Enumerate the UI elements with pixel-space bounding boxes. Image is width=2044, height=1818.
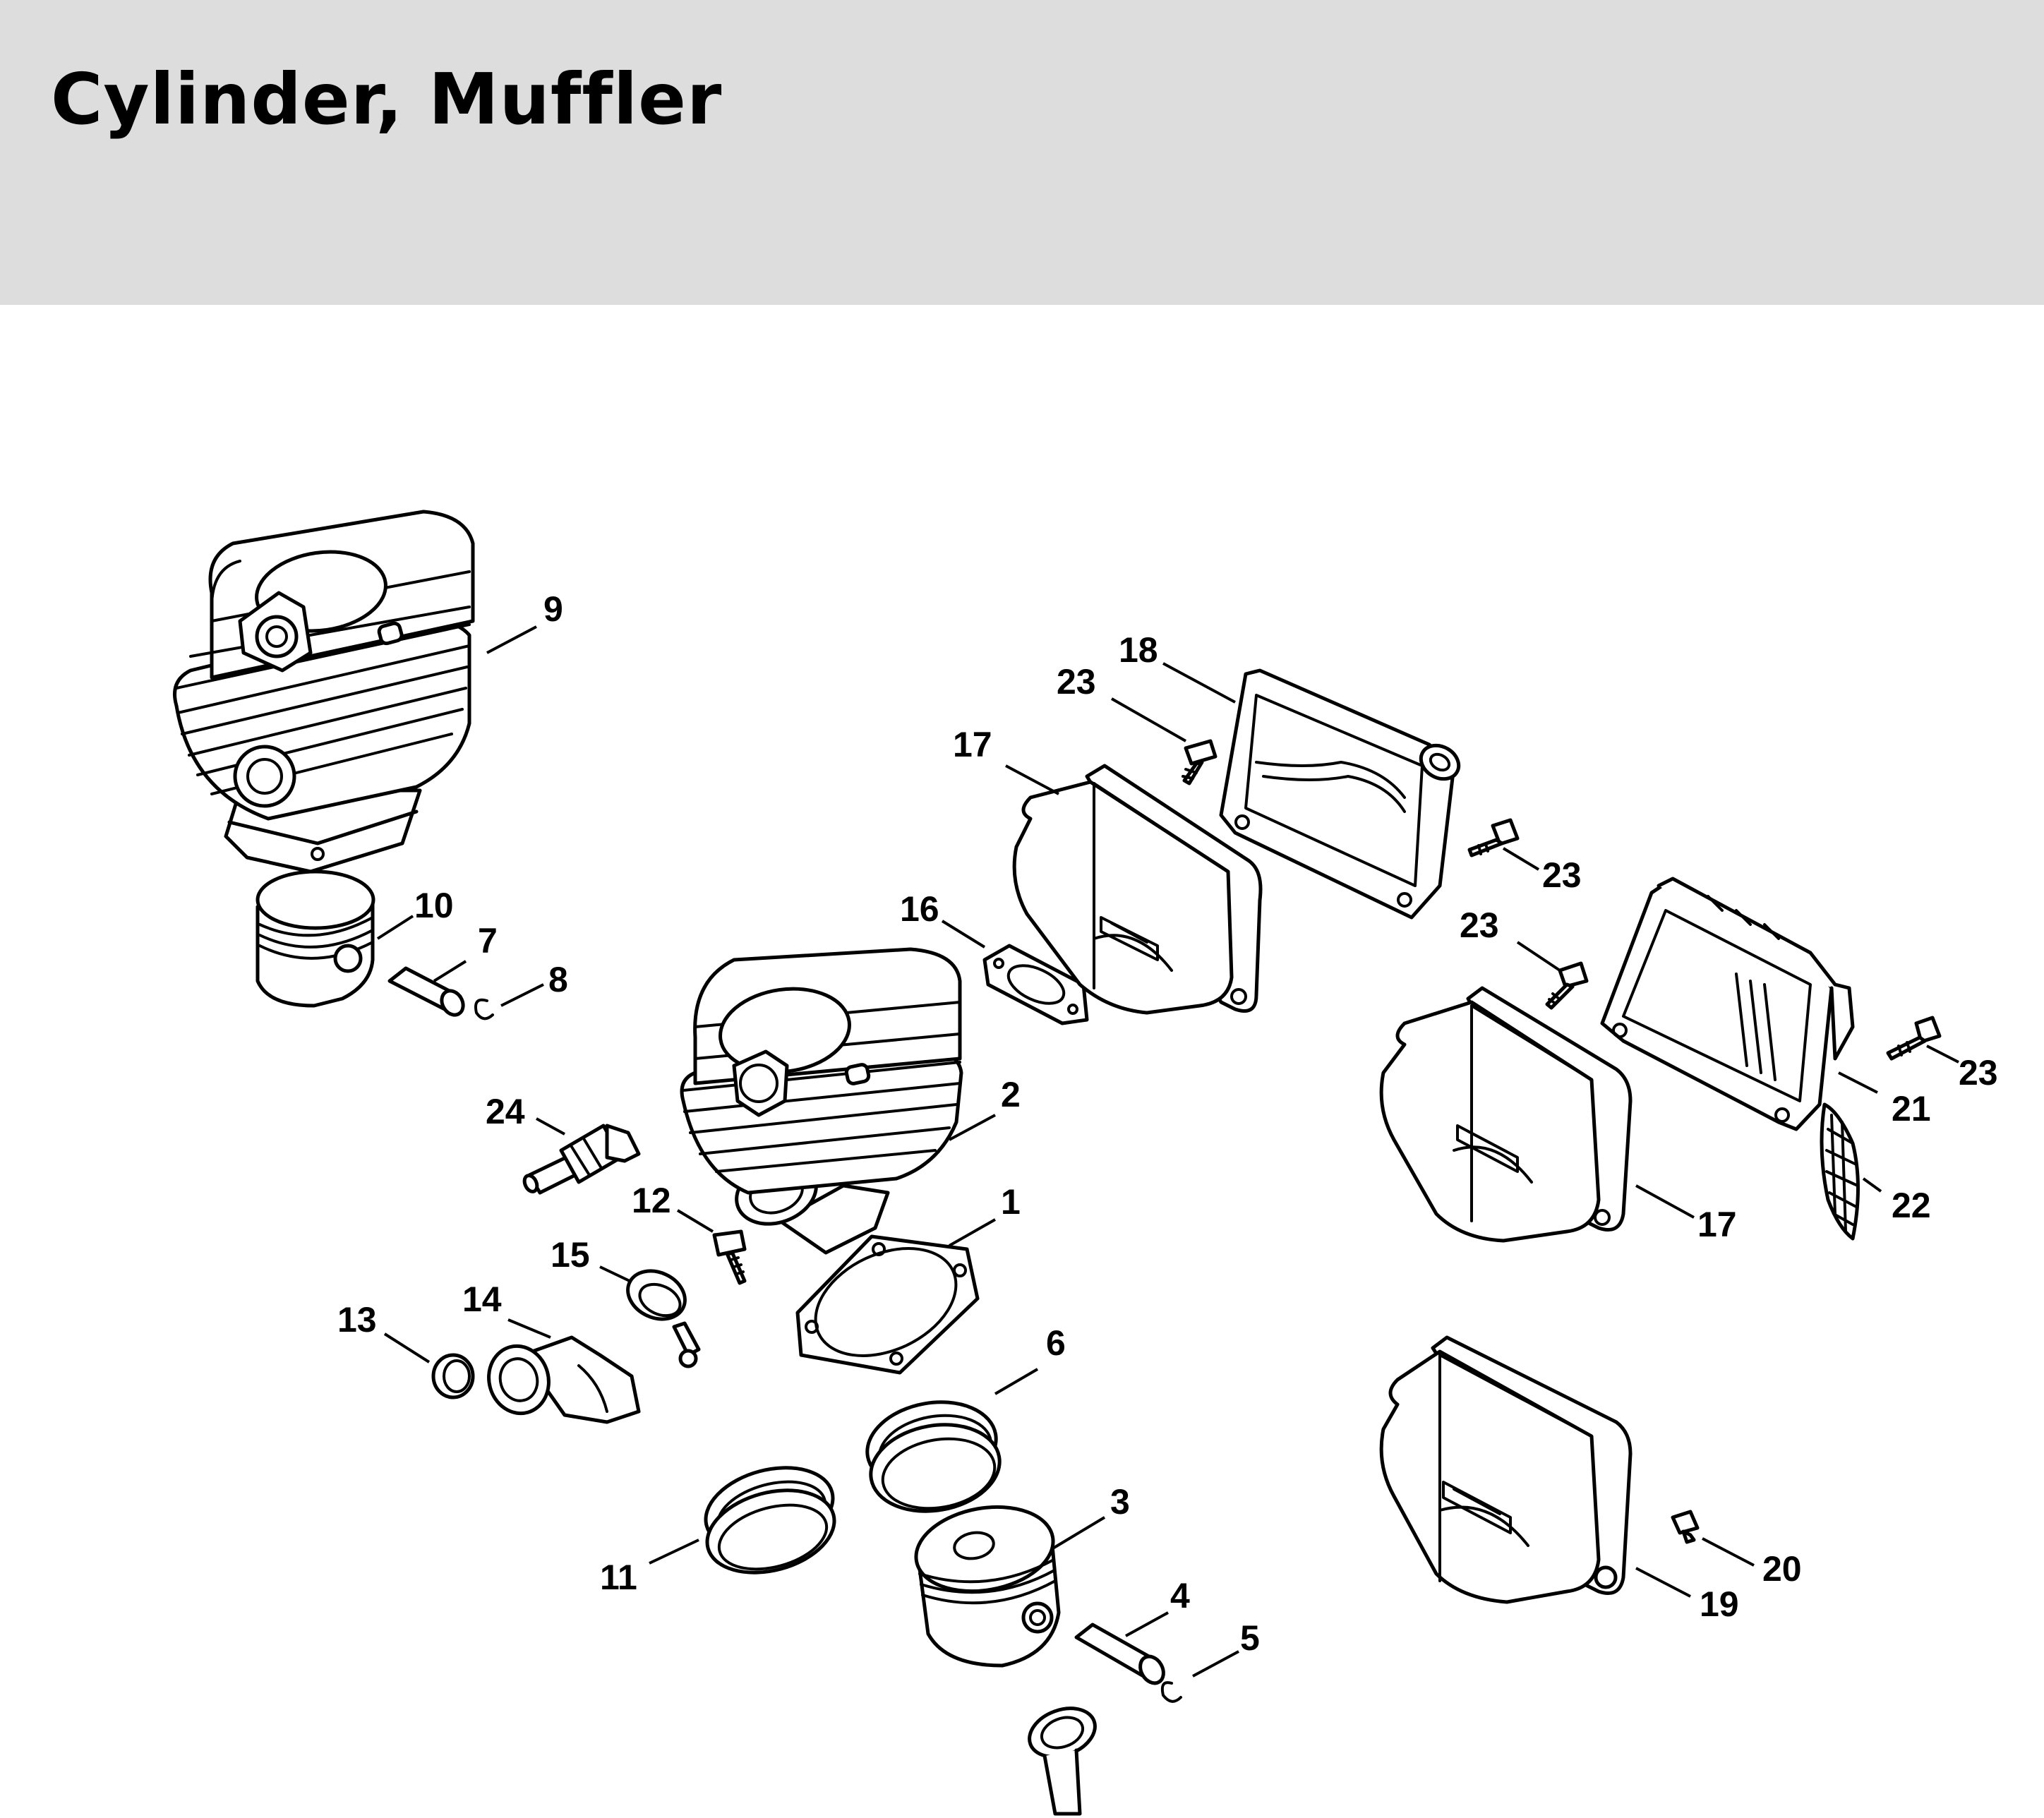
muffler-upper-icon[interactable] [1012, 764, 1263, 1015]
callout-13: 13 [337, 1300, 377, 1340]
muffler-cover-21-icon[interactable] [1600, 877, 1855, 1131]
callout-24: 24 [486, 1092, 525, 1131]
cylinder-gasket-icon[interactable] [795, 1227, 980, 1377]
screw-23-icon[interactable] [1182, 739, 1218, 785]
screw-12-icon[interactable] [712, 1229, 747, 1285]
spark-plug-icon[interactable] [522, 1124, 641, 1195]
callout-5: 5 [1240, 1618, 1260, 1658]
callout-3: 3 [1110, 1482, 1130, 1522]
callout-23a: 23 [1057, 662, 1096, 702]
callout-18: 18 [1119, 630, 1158, 670]
header-band: Cylinder, Muffler [0, 0, 2044, 305]
callout-21: 21 [1892, 1089, 1931, 1128]
hose-clamp-icon[interactable] [620, 1262, 701, 1368]
callout-20: 20 [1762, 1549, 1802, 1589]
muffler-mid-icon[interactable] [1379, 986, 1633, 1243]
screw-23c-icon[interactable] [1545, 961, 1589, 1010]
screen-icon[interactable] [1820, 1102, 1860, 1241]
cylinder-icon[interactable] [680, 947, 963, 1255]
page-title: Cylinder, Muffler [51, 58, 723, 140]
screw-23b-icon[interactable] [1467, 818, 1520, 857]
piston-pin-upper-icon[interactable] [387, 966, 467, 1019]
piston-icon[interactable] [909, 1497, 1061, 1668]
callout-6: 6 [1046, 1323, 1066, 1363]
callout-16: 16 [900, 889, 939, 929]
callout-8: 8 [548, 960, 568, 999]
callout-2: 2 [1001, 1075, 1021, 1114]
callout-14: 14 [462, 1280, 502, 1319]
sleeve-icon[interactable] [431, 1353, 475, 1399]
cylinder-large-icon[interactable] [173, 510, 475, 874]
callout-19: 19 [1700, 1584, 1739, 1624]
callout-1: 1 [1001, 1182, 1021, 1222]
callout-4: 4 [1170, 1576, 1190, 1615]
callout-23c: 23 [1460, 905, 1499, 945]
callout-17b: 17 [1697, 1205, 1737, 1244]
callout-11: 11 [600, 1558, 637, 1597]
callout-22: 22 [1892, 1186, 1931, 1225]
circlip-upper-icon[interactable] [474, 998, 494, 1021]
screw-23d-icon[interactable] [1886, 1016, 1942, 1061]
callout-23b: 23 [1542, 855, 1582, 895]
callout-23d: 23 [1959, 1053, 1998, 1092]
callout-15: 15 [551, 1235, 590, 1275]
piston-rings-11-icon[interactable] [697, 1455, 843, 1586]
muffler-gasket-icon[interactable] [982, 944, 1089, 1025]
callout-10: 10 [414, 886, 454, 925]
muffler-cover-upper-icon[interactable] [1219, 668, 1465, 920]
piston-rings-icon[interactable] [860, 1392, 1006, 1521]
screw-20-icon[interactable] [1671, 1510, 1700, 1544]
intake-manifold-icon[interactable] [481, 1335, 641, 1424]
circlip-icon[interactable] [1160, 1681, 1182, 1703]
piston-pin-icon[interactable] [1074, 1623, 1168, 1687]
connecting-rod-icon [1028, 1706, 1097, 1816]
callout-17a: 17 [953, 725, 992, 764]
muffler-lower-icon[interactable] [1379, 1335, 1633, 1604]
callout-12: 12 [632, 1181, 671, 1220]
piston-small-icon[interactable] [256, 869, 375, 1008]
callout-9: 9 [543, 589, 563, 629]
callout-7: 7 [478, 921, 498, 961]
